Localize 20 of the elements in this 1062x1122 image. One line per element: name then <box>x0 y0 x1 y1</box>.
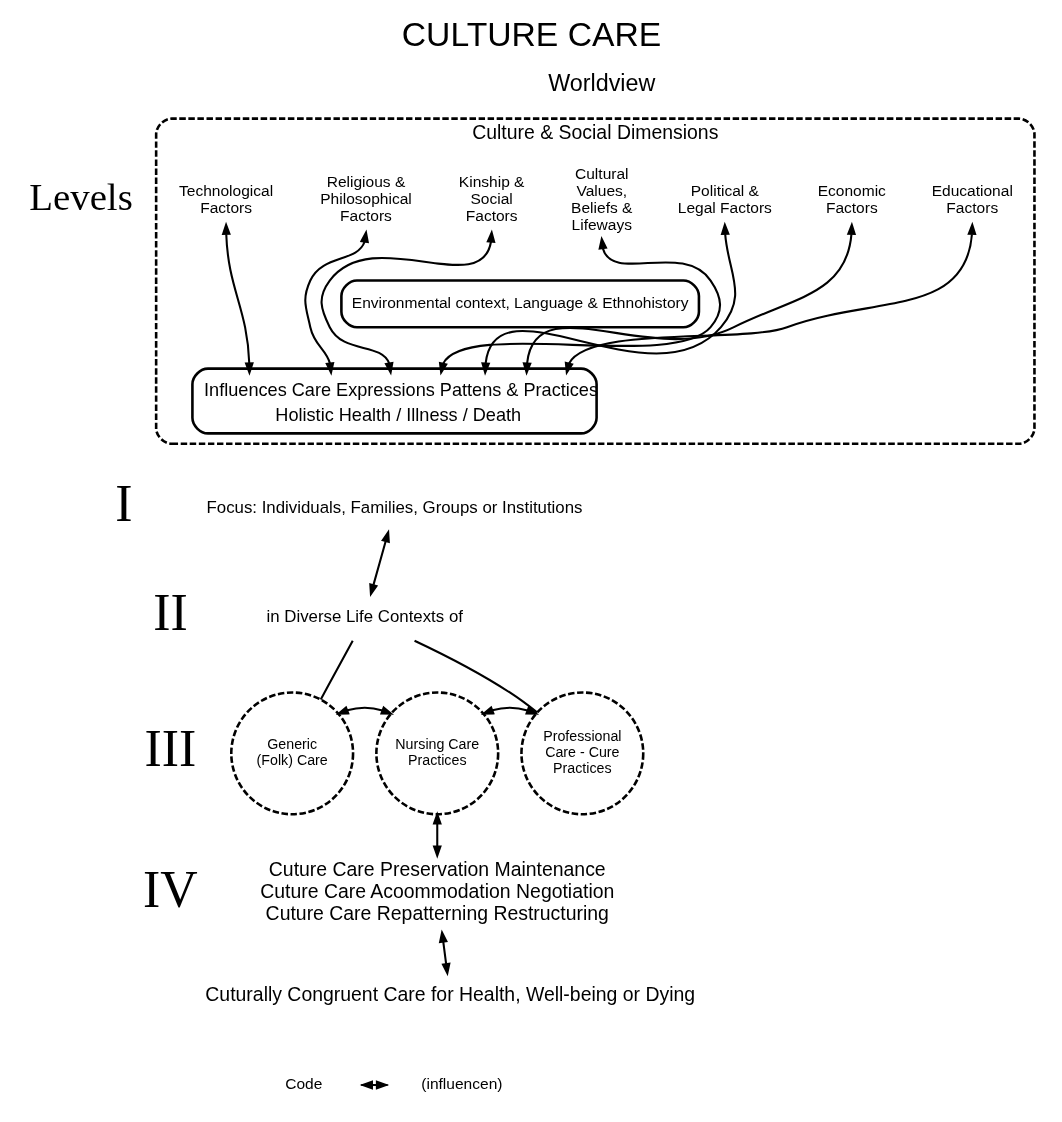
label: Levels <box>28 174 133 218</box>
node-text: Cuture Care Preservation Maintenance Cuture Care Acoommodation Negotiation Cuture Care Repatterning Restructuring <box>259 858 614 925</box>
diagram-title: CULTURE CARE <box>401 15 661 53</box>
node-text: Educational Factors <box>931 181 1013 216</box>
label: II <box>152 584 188 642</box>
node-text: Kinship & Social Factors <box>458 173 524 225</box>
label: Code <box>284 1075 322 1093</box>
label: IV <box>142 860 198 918</box>
legend-label: (influencen) <box>420 1075 502 1093</box>
node-text: in Diverse Life Contexts of <box>266 606 463 626</box>
node-text: Political & Legal Factors <box>677 181 772 216</box>
node-text: Cuturally Congruent Care for Health, Well-being or Dying <box>204 983 695 1006</box>
label: I <box>114 475 132 533</box>
label: III <box>144 720 196 778</box>
node-text: Cultural Values, Beliefs & Lifeways <box>570 164 632 233</box>
node-text: Religious & Philosophical Factors <box>319 173 412 225</box>
node-text: Economic Factors <box>817 181 886 216</box>
node-text: Focus: Individuals, Families, Groups or Institutions <box>206 497 582 517</box>
node-text: Technological Factors <box>178 181 273 216</box>
label: Worldview <box>547 69 655 96</box>
